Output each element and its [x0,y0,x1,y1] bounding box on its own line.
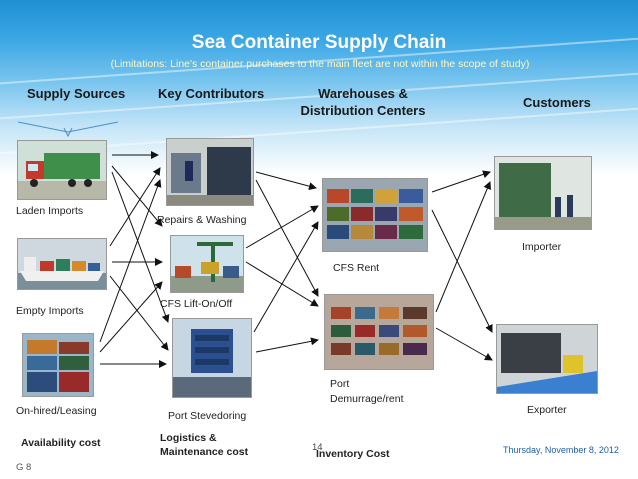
repair-photo [166,138,254,206]
container-yard-icon [323,179,427,251]
ship-icon [18,257,106,289]
arrow-truck-cfs [111,165,163,227]
label-on-hired-leasing: On-hired/Leasing [16,405,97,417]
header-warehouses: Warehouses & Distribution Centers [300,86,426,118]
repair-icon [167,139,253,205]
cost-availability: Availability cost [21,437,101,449]
label-laden-imports: Laden Imports [16,205,84,217]
label-port-stevedoring: Port Stevedoring [168,410,247,422]
label-repairs-washing: Repairs & Washing [157,214,247,226]
header-key-contributors: Key Contributors [158,86,265,101]
arrow-stack-cfs [99,281,163,353]
bracket-caret [63,127,73,138]
arrow-yard-exporter [431,209,493,333]
warehouse-photo [496,324,598,394]
crane-icon [171,242,243,292]
label-exporter: Exporter [527,404,567,416]
cost-logistics: Logistics & Maintenance cost [160,432,248,458]
cost-logistics-line1: Logistics & [160,432,217,444]
header-warehouses-line2: Distribution Centers [300,103,426,118]
importer-icon [495,157,591,229]
arrow-repairs-port [255,179,319,297]
arrow-port-exporter [435,327,493,361]
bracket-mark [17,121,119,133]
port-yard-icon [325,295,433,369]
arrow-yard-importer [431,170,491,193]
arrow-stack-repairs [99,179,162,343]
truck-icon [18,153,106,199]
arrow-stevedoring-yard [253,221,319,333]
container-stack-photo [22,333,94,397]
importer-photo [494,156,592,230]
arrow-repairs-yard [255,171,317,191]
label-port-demurrage-line1: Port [330,378,350,390]
container-stack-icon [27,340,89,392]
label-port-demurrage-line2: Demurrage/rent [330,393,404,405]
stevedoring-photo [172,318,252,398]
header-customers: Customers [523,95,591,110]
slide-subtitle: (Limitations: Line's container purchases… [110,58,530,70]
label-cfs-lift: CFS Lift-On/Off [160,298,233,310]
port-yard-photo [324,294,434,370]
header-warehouses-line1: Warehouses & [318,86,408,101]
arrow-truck-stevedoring [111,171,170,323]
label-port-demurrage: Port Demurrage/rent [330,378,404,405]
container-yard-photo [322,178,428,252]
truck-photo [17,140,107,200]
ship-photo [17,238,107,290]
stevedoring-icon [173,329,251,397]
cost-logistics-line2: Maintenance cost [160,446,249,458]
arrow-stevedoring-port [255,337,319,353]
arrow-ship-stevedoring [109,275,169,351]
page-number: 14 [312,442,323,453]
arrow-ship-repairs [109,167,161,247]
header-supply-sources: Supply Sources [27,86,126,101]
slide-date: Thursday, November 8, 2012 [503,445,619,455]
arrow-cfs-yard [245,205,319,249]
label-cfs-rent: CFS Rent [333,262,380,274]
warehouse-icon [497,325,597,393]
cost-inventory: Inventory Cost [316,448,390,460]
label-empty-imports: Empty Imports [16,305,84,317]
crane-photo [170,235,244,293]
arrow-port-importer [435,181,492,313]
label-importer: Importer [522,241,562,253]
footer-code: G 8 [16,462,32,473]
slide-title: Sea Container Supply Chain [191,32,447,53]
